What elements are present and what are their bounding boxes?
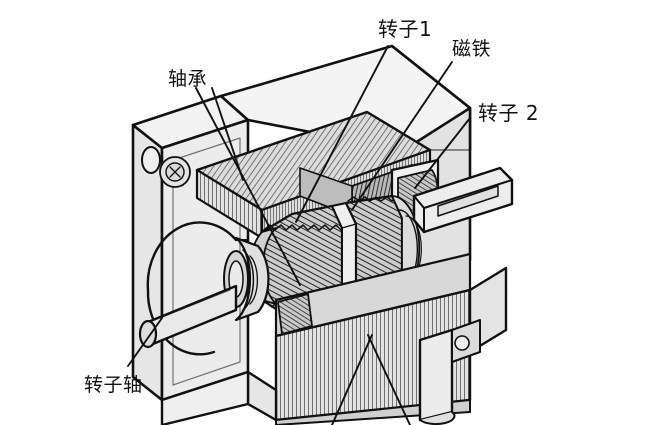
rotor-shaft-right: [412, 166, 514, 234]
mounting-foot: [418, 266, 508, 425]
leader-magnet: [351, 61, 453, 211]
housing-bottom-rail: [160, 370, 278, 425]
leader-cropped-b: [367, 334, 411, 425]
label-bearing: 轴承: [168, 68, 208, 90]
leader-rotor1: [295, 45, 389, 223]
leader-bearing-2: [211, 87, 244, 181]
label-magnet: 磁铁: [452, 38, 492, 60]
label-rotor-shaft: 转子轴: [84, 374, 143, 396]
leader-cropped-a: [331, 334, 373, 425]
leader-rotor-shaft: [127, 317, 163, 367]
leader-rotor2: [414, 117, 471, 189]
leader-bearing: [195, 87, 301, 286]
leader-lines: [127, 45, 471, 425]
label-rotor-1: 转子1: [378, 17, 433, 41]
label-rotor-2: 转子 2: [478, 101, 540, 125]
